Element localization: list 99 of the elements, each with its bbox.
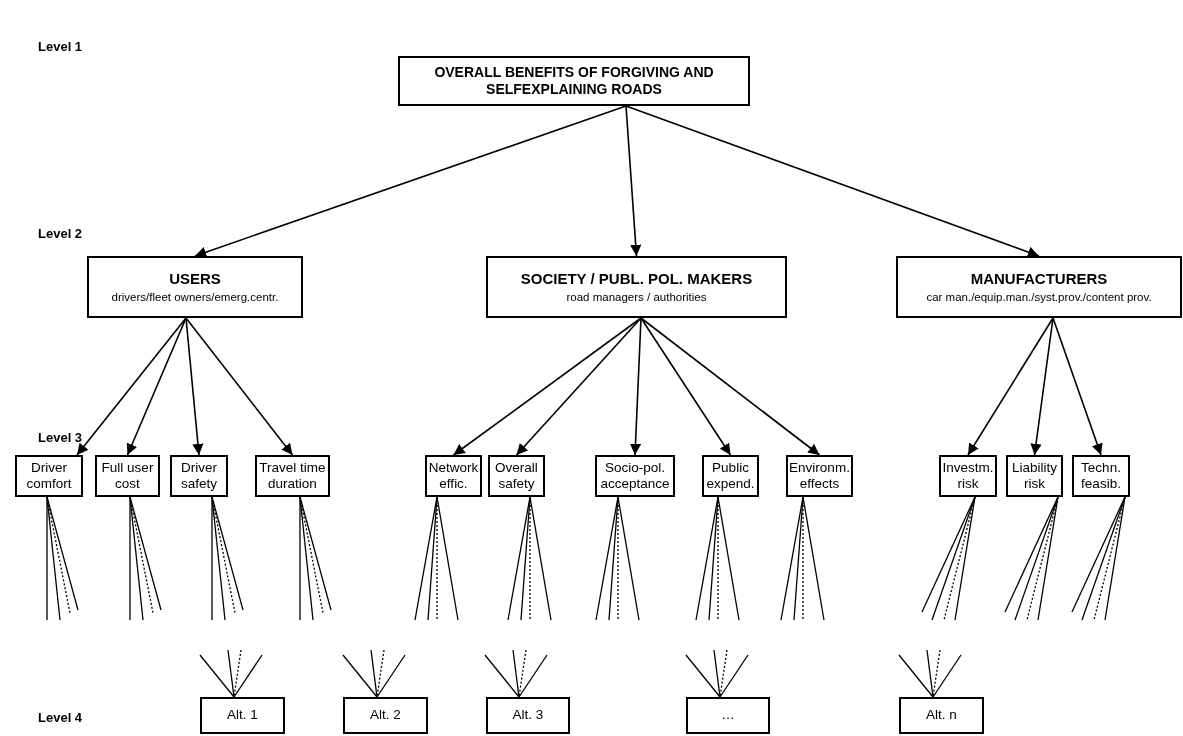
- connector-line: [802, 496, 825, 621]
- box-text: Environm. effects: [788, 459, 851, 493]
- arrow: [452, 317, 642, 456]
- connector-line: [932, 649, 941, 698]
- connector-line: [518, 649, 527, 698]
- arrow: [1052, 317, 1103, 456]
- box-subtitle: drivers/fleet owners/emerg.centr.: [111, 290, 279, 305]
- alternative-box: [899, 697, 984, 734]
- box-subtitle: road managers / authorities: [566, 290, 707, 305]
- connector-line: [227, 649, 235, 698]
- criterion-box: [170, 455, 228, 497]
- box-text: Alt. 1: [227, 707, 258, 724]
- box-text: Travel time duration: [258, 459, 327, 493]
- connector-line: [211, 496, 244, 611]
- arrow: [629, 317, 642, 456]
- connector-line: [299, 496, 314, 621]
- connector-line: [233, 654, 263, 698]
- connector-line: [211, 496, 226, 621]
- alternative-box: [486, 697, 570, 734]
- connector-line: [713, 649, 721, 698]
- stakeholder-box: [896, 256, 1182, 318]
- criterion-box: [15, 455, 83, 497]
- connector-line: [484, 654, 520, 698]
- connector-line: [299, 496, 332, 611]
- connector-line: [931, 496, 976, 621]
- box-subtitle: car man./equip.man./syst.prov./content prov.: [926, 290, 1152, 305]
- box-text: Techn. feasib.: [1080, 459, 1122, 493]
- connector-line: [518, 654, 548, 698]
- level-label: Level 4: [38, 710, 83, 725]
- connector-line: [617, 496, 640, 621]
- level-label: Level 3: [38, 430, 83, 445]
- connector-line: [512, 649, 520, 698]
- connector-line: [370, 649, 378, 698]
- box-title: MANUFACTURERS: [970, 269, 1108, 288]
- box-text: Alt. n: [926, 707, 957, 724]
- connector-line: [926, 649, 934, 698]
- arrow: [1030, 317, 1054, 456]
- connector-line: [233, 649, 242, 698]
- box-text: Public expend.: [705, 459, 756, 493]
- box-text: …: [721, 707, 735, 724]
- criterion-box: [1072, 455, 1130, 497]
- alternative-box: [343, 697, 428, 734]
- connector-line: [1037, 496, 1059, 621]
- stakeholder-box: [486, 256, 787, 318]
- arrow: [640, 317, 732, 456]
- box-text: Driver safety: [180, 459, 218, 493]
- arrow: [194, 105, 627, 258]
- arrow: [625, 105, 1040, 258]
- box-text: Investm. risk: [941, 459, 995, 493]
- arrow: [515, 317, 642, 456]
- arrow: [625, 105, 642, 257]
- box-text: Alt. 3: [512, 707, 544, 724]
- goal-box: [398, 56, 750, 106]
- box-text: Overall safety: [494, 459, 539, 493]
- connector-line: [46, 496, 61, 621]
- connector-line: [1104, 496, 1126, 621]
- box-text: Driver comfort: [25, 459, 73, 493]
- connector-line: [1014, 496, 1059, 621]
- connector-line: [342, 654, 378, 698]
- connector-line: [129, 496, 131, 621]
- arrow: [185, 317, 204, 456]
- criterion-box: [488, 455, 545, 497]
- box-title: USERS: [169, 269, 221, 288]
- arrow: [185, 317, 294, 456]
- box-text: Alt. 2: [370, 707, 401, 724]
- stakeholder-box: [87, 256, 303, 318]
- connector-line: [46, 496, 48, 621]
- connector-line: [376, 649, 385, 698]
- connector-line: [529, 496, 552, 621]
- arrow: [126, 317, 187, 456]
- arrow: [640, 317, 821, 456]
- connector-line: [299, 496, 301, 621]
- connector-line: [46, 496, 79, 611]
- box-text: Socio-pol. acceptance: [599, 459, 671, 493]
- connector-line: [719, 654, 749, 698]
- connector-line: [719, 649, 728, 698]
- connector-line: [211, 496, 213, 621]
- connector-line: [376, 654, 406, 698]
- level-label: Level 1: [38, 39, 83, 54]
- level-label: Level 2: [38, 226, 83, 241]
- alternative-box: [686, 697, 770, 734]
- connector-line: [685, 654, 721, 698]
- connector-line: [436, 496, 459, 621]
- box-text: Network effic.: [427, 459, 480, 493]
- alternative-box: [200, 697, 285, 734]
- box-title: OVERALL BENEFITS OF FORGIVING AND SELFEXPLAINING ROADS: [433, 64, 715, 98]
- box-text: Liability risk: [1011, 459, 1058, 493]
- arrow: [967, 317, 1054, 456]
- connector-line: [898, 654, 934, 698]
- connector-line: [954, 496, 976, 621]
- box-text: Full user cost: [100, 459, 155, 493]
- connector-line: [1081, 496, 1126, 621]
- box-title: SOCIETY / PUBL. POL. MAKERS: [520, 269, 753, 288]
- connector-line: [129, 496, 144, 621]
- connector-line: [932, 654, 962, 698]
- connector-line: [717, 496, 740, 621]
- connector-line: [129, 496, 162, 611]
- connector-line: [199, 654, 235, 698]
- arrow: [76, 317, 187, 456]
